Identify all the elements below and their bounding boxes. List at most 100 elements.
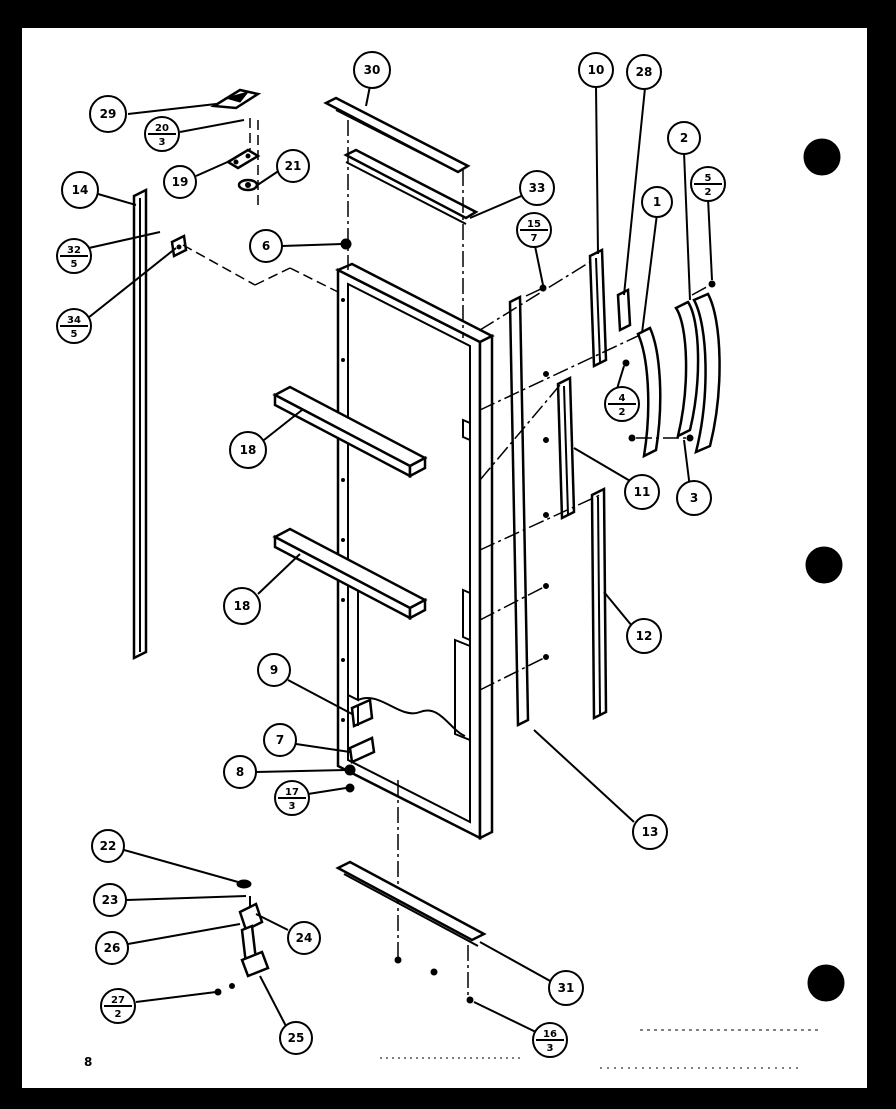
leader-lines <box>79 85 713 1035</box>
svg-text:22: 22 <box>100 839 117 853</box>
callout-34-5: 345 <box>56 308 92 344</box>
callout-21: 21 <box>276 149 310 183</box>
strip-13 <box>508 294 530 728</box>
callout-30: 30 <box>353 51 391 89</box>
callout-31: 31 <box>548 970 584 1006</box>
callout-24: 24 <box>287 921 321 955</box>
svg-text:8: 8 <box>236 765 244 779</box>
svg-text:32: 32 <box>67 245 81 256</box>
top-trim-30 <box>323 96 471 174</box>
callout-11: 11 <box>624 474 660 510</box>
callout-13: 13 <box>632 814 668 850</box>
svg-text:2: 2 <box>705 187 712 198</box>
hinge-bracket-9 <box>350 698 374 728</box>
svg-text:15: 15 <box>527 219 541 230</box>
svg-text:2: 2 <box>680 131 688 145</box>
svg-text:2: 2 <box>115 1009 122 1020</box>
callout-5-2: 52 <box>690 166 726 202</box>
svg-text:31: 31 <box>558 981 575 995</box>
callout-18-lower: 18 <box>223 587 261 625</box>
svg-text:16: 16 <box>543 1029 557 1040</box>
part-12 <box>590 486 608 721</box>
svg-text:11: 11 <box>634 485 651 499</box>
handle-1 <box>636 326 662 459</box>
svg-text:7: 7 <box>531 233 538 244</box>
part-28 <box>616 288 632 332</box>
svg-text:34: 34 <box>67 315 81 326</box>
svg-text:12: 12 <box>636 629 653 643</box>
callout-20-3: 203 <box>144 116 180 152</box>
callout-18-upper: 18 <box>229 431 267 469</box>
svg-text:28: 28 <box>636 65 653 79</box>
bracket-33 <box>343 148 479 225</box>
door-panel <box>335 262 495 841</box>
handle-2 <box>674 300 700 439</box>
binder-hole-bottom <box>807 964 845 1002</box>
callout-15-7: 157 <box>516 212 552 248</box>
callout-33: 33 <box>519 170 555 206</box>
svg-text:6: 6 <box>262 239 270 253</box>
svg-text:3: 3 <box>159 137 166 148</box>
screw-16 <box>466 996 474 1004</box>
svg-text:18: 18 <box>240 443 257 457</box>
svg-text:23: 23 <box>102 893 119 907</box>
screw-4 <box>622 359 630 367</box>
svg-text:20: 20 <box>155 123 169 134</box>
callout-9: 9 <box>257 653 291 687</box>
svg-text:19: 19 <box>172 175 189 189</box>
callout-2: 2 <box>667 121 701 155</box>
callout-27-2: 272 <box>100 988 136 1024</box>
svg-text:26: 26 <box>104 941 121 955</box>
binder-hole-top <box>803 138 841 176</box>
callout-17-3: 173 <box>274 780 310 816</box>
callout-29: 29 <box>89 95 127 133</box>
svg-text:5: 5 <box>71 259 78 270</box>
callout-6: 6 <box>249 229 283 263</box>
svg-text:14: 14 <box>72 183 89 197</box>
callout-22: 22 <box>91 829 125 863</box>
svg-text:13: 13 <box>642 825 659 839</box>
lower-hinge-assembly <box>214 879 270 996</box>
svg-text:30: 30 <box>364 63 381 77</box>
callout-16-3: 163 <box>532 1022 568 1058</box>
callout-25: 25 <box>279 1021 313 1055</box>
side-trim-14 <box>132 187 148 661</box>
callout-14: 14 <box>61 171 99 209</box>
svg-text:27: 27 <box>111 995 125 1006</box>
callout-7: 7 <box>263 723 297 757</box>
svg-text:4: 4 <box>619 393 626 404</box>
handle-2-outer <box>692 292 721 455</box>
part-10 <box>588 248 608 368</box>
svg-text:17: 17 <box>285 787 299 798</box>
callout-28: 28 <box>626 54 662 90</box>
svg-text:3: 3 <box>547 1043 554 1054</box>
screw-17 <box>345 783 355 793</box>
shelf-18-lower <box>272 527 428 621</box>
svg-text:5: 5 <box>71 329 78 340</box>
svg-text:25: 25 <box>288 1031 305 1045</box>
callout-26: 26 <box>95 931 129 965</box>
callout-4-2: 42 <box>604 386 640 422</box>
svg-text:7: 7 <box>276 733 284 747</box>
hinge-pin-21 <box>237 178 259 192</box>
hinge-7 <box>348 736 376 764</box>
svg-text:24: 24 <box>296 931 313 945</box>
callout-12: 12 <box>626 618 662 654</box>
hinge-top-29 <box>210 88 262 110</box>
svg-text:10: 10 <box>588 63 605 77</box>
callout-10: 10 <box>578 52 614 88</box>
callout-23: 23 <box>93 883 127 917</box>
svg-text:29: 29 <box>100 107 117 121</box>
screw-3 <box>686 434 694 442</box>
binder-hole-middle <box>805 546 843 584</box>
bottom-trim-31 <box>335 860 487 947</box>
shelf-18-upper <box>272 385 428 479</box>
svg-text:18: 18 <box>234 599 251 613</box>
callout-1: 1 <box>641 186 673 218</box>
part-11 <box>556 376 576 520</box>
svg-text:1: 1 <box>653 195 661 209</box>
page-number: 8 <box>84 1055 92 1069</box>
callout-19: 19 <box>163 165 197 199</box>
